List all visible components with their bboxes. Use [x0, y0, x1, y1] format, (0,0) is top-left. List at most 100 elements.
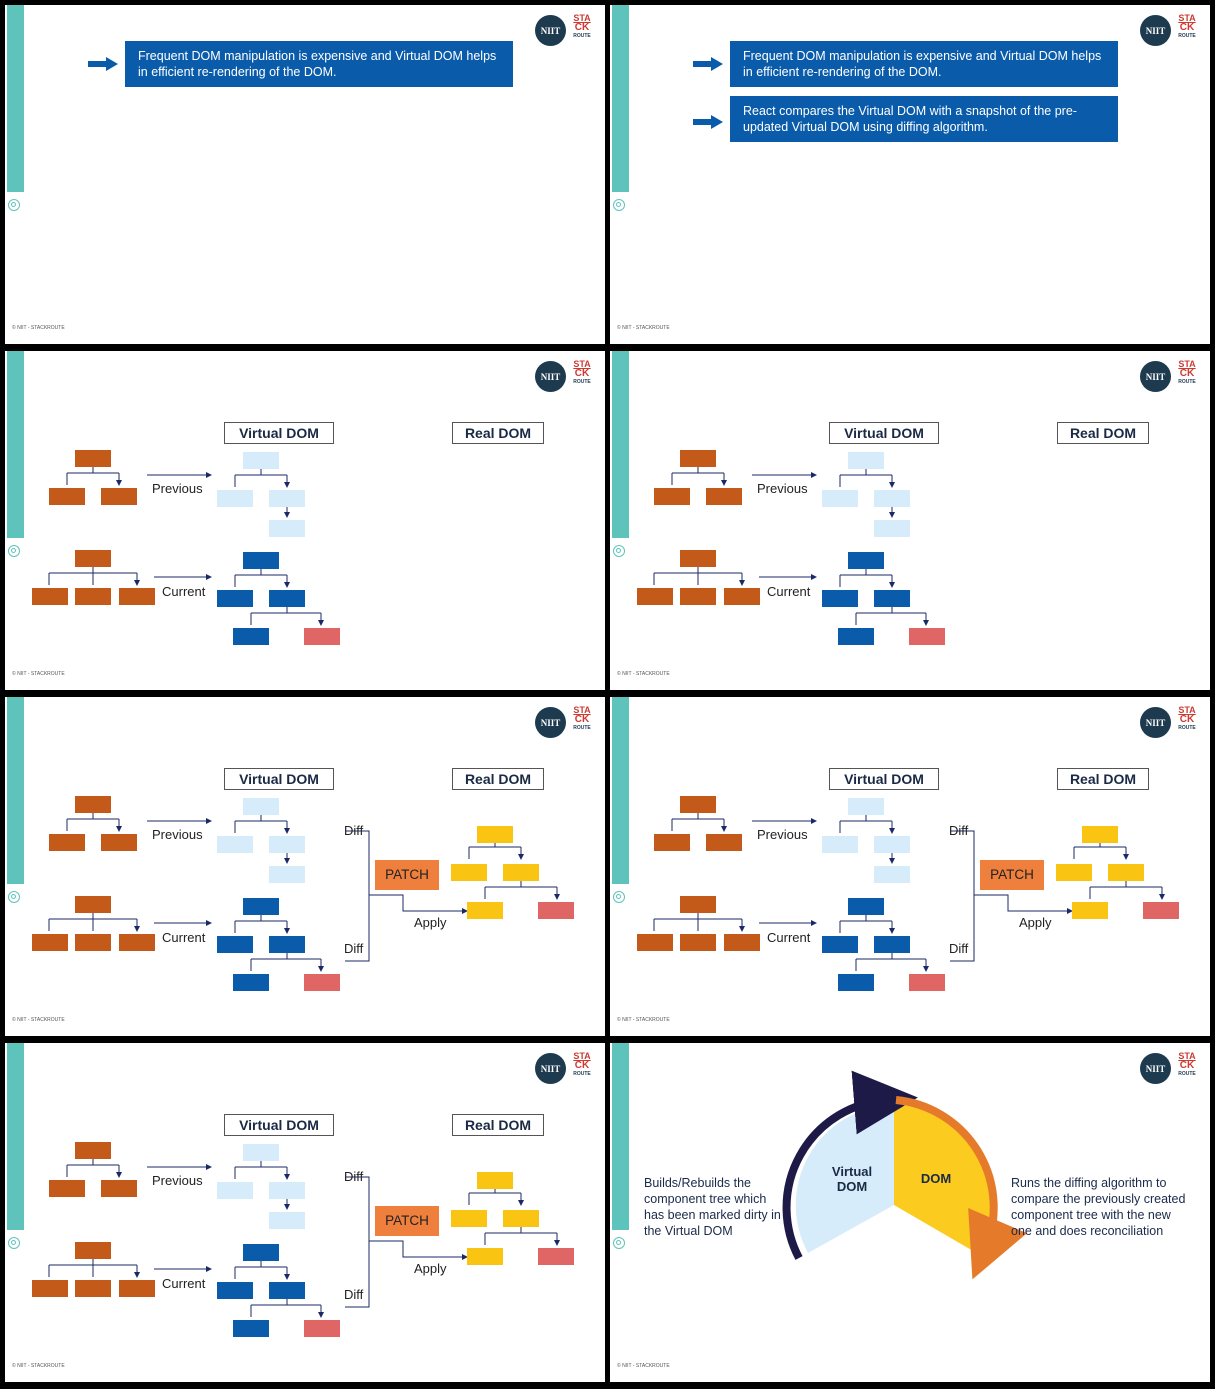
niit-logo: NIIT	[535, 707, 566, 738]
tree-node	[243, 798, 279, 815]
current-vdom-tree	[822, 552, 945, 645]
real-dom-tree	[451, 1172, 574, 1265]
previous-component-tree	[49, 1142, 137, 1197]
tree-node	[101, 1180, 137, 1197]
real-dom-heading: Real DOM	[452, 768, 544, 790]
tree-node	[680, 450, 716, 467]
changed-node	[909, 628, 945, 645]
tree-node	[706, 834, 742, 851]
virtual-dom-heading: Virtual DOM	[224, 1114, 334, 1136]
accent-bar	[7, 351, 24, 538]
tree-node	[822, 590, 858, 607]
tree-node	[874, 836, 910, 853]
tree-node	[451, 864, 487, 881]
tree-node	[269, 836, 305, 853]
virtual-dom-heading: Virtual DOM	[829, 422, 939, 444]
logo-text-top: STA	[1178, 1051, 1196, 1061]
tree-node	[874, 520, 910, 537]
slide-2[interactable]: NIIT STA CK ROUTE Frequent DOM manipulat…	[610, 5, 1210, 344]
previous-vdom-tree	[217, 798, 305, 883]
target-icon	[8, 1237, 20, 1249]
callout-dom-expensive: Frequent DOM manipulation is expensive a…	[730, 41, 1118, 87]
real-dom-tree	[451, 826, 574, 919]
tree-node	[217, 590, 253, 607]
real-dom-heading: Real DOM	[452, 422, 544, 444]
patch-box: PATCH	[375, 860, 439, 890]
diff-label-bottom: Diff	[949, 941, 969, 956]
accent-bar	[612, 1043, 629, 1230]
tree-node	[1072, 902, 1108, 919]
diff-label-top: Diff	[344, 1169, 364, 1184]
previous-label: Previous	[152, 1173, 203, 1188]
tree-node	[848, 798, 884, 815]
accent-bar	[612, 5, 629, 192]
accent-bar	[612, 351, 629, 538]
current-label: Current	[162, 930, 206, 945]
tree-node	[1056, 864, 1092, 881]
current-component-tree	[32, 1242, 155, 1297]
changed-node	[1143, 902, 1179, 919]
tree-node	[1082, 826, 1118, 843]
tree-node	[119, 588, 155, 605]
current-component-tree	[637, 550, 760, 605]
previous-component-tree	[49, 450, 137, 505]
tree-node	[119, 1280, 155, 1297]
tree-node	[680, 896, 716, 913]
logo-text-mid: CK	[1179, 22, 1195, 33]
virtual-dom-diagram	[32, 1142, 574, 1337]
logo-text-bottom: ROUTE	[1178, 1071, 1196, 1077]
slide-7[interactable]: NIIT STA CK ROUTE	[5, 1043, 605, 1382]
stackroute-logo: STA CK ROUTE	[571, 13, 593, 49]
tree-node	[243, 898, 279, 915]
tree-node	[32, 934, 68, 951]
callout-dom-expensive: Frequent DOM manipulation is expensive a…	[125, 41, 513, 87]
copyright: © NIIT - STACKROUTE	[617, 1017, 670, 1023]
logo-text-mid: CK	[574, 368, 590, 379]
tree-node	[654, 488, 690, 505]
logo-text-top: STA	[573, 1051, 591, 1061]
niit-logo: NIIT	[1140, 15, 1171, 46]
tree-node	[217, 1282, 253, 1299]
logo-text-mid: CK	[1179, 714, 1195, 725]
slide-3[interactable]: NIIT STA CK ROUTE	[5, 351, 605, 690]
slide-6[interactable]: NIIT STA CK ROUTE	[610, 697, 1210, 1036]
logo-text-bottom: ROUTE	[1178, 33, 1196, 39]
tree-node	[217, 836, 253, 853]
arrow-right-icon	[88, 57, 118, 71]
virtual-dom-heading: Virtual DOM	[224, 422, 334, 444]
tree-node	[269, 1282, 305, 1299]
tree-node	[874, 590, 910, 607]
previous-label: Previous	[152, 481, 203, 496]
tree-node	[467, 1248, 503, 1265]
tree-node	[269, 520, 305, 537]
virtual-dom-label: Virtual	[832, 1164, 872, 1179]
slide-5[interactable]: NIIT STA CK ROUTE	[5, 697, 605, 1036]
target-icon	[613, 1237, 625, 1249]
tree-node	[680, 934, 716, 951]
changed-node	[538, 1248, 574, 1265]
virtual-dom-diagram	[32, 450, 340, 645]
callout-diffing: React compares the Virtual DOM with a sn…	[730, 96, 1118, 142]
tree-node	[75, 588, 111, 605]
tree-node	[680, 588, 716, 605]
tree-node	[269, 936, 305, 953]
real-dom-heading: Real DOM	[452, 1114, 544, 1136]
previous-vdom-tree	[217, 452, 305, 537]
slide-4[interactable]: NIIT STA CK ROUTE	[610, 351, 1210, 690]
slide-8[interactable]: NIIT STA CK ROUTE Virtual DOM DOM Builds	[610, 1043, 1210, 1382]
current-label: Current	[162, 584, 206, 599]
logo-text-top: STA	[1178, 359, 1196, 369]
tree-node	[848, 898, 884, 915]
tree-node	[680, 550, 716, 567]
previous-vdom-tree	[217, 1144, 305, 1229]
slide-1[interactable]: NIIT STA CK ROUTE Frequent DOM manipulat…	[5, 5, 605, 344]
reconciliation-cycle: Virtual DOM DOM	[782, 1070, 1027, 1280]
current-vdom-tree	[217, 1244, 340, 1337]
current-label: Current	[162, 1276, 206, 1291]
apply-label: Apply	[414, 1261, 447, 1276]
tree-node	[75, 1142, 111, 1159]
logo-text-bottom: ROUTE	[573, 379, 591, 385]
tree-node	[243, 552, 279, 569]
accent-bar	[7, 5, 24, 192]
tree-node	[848, 452, 884, 469]
